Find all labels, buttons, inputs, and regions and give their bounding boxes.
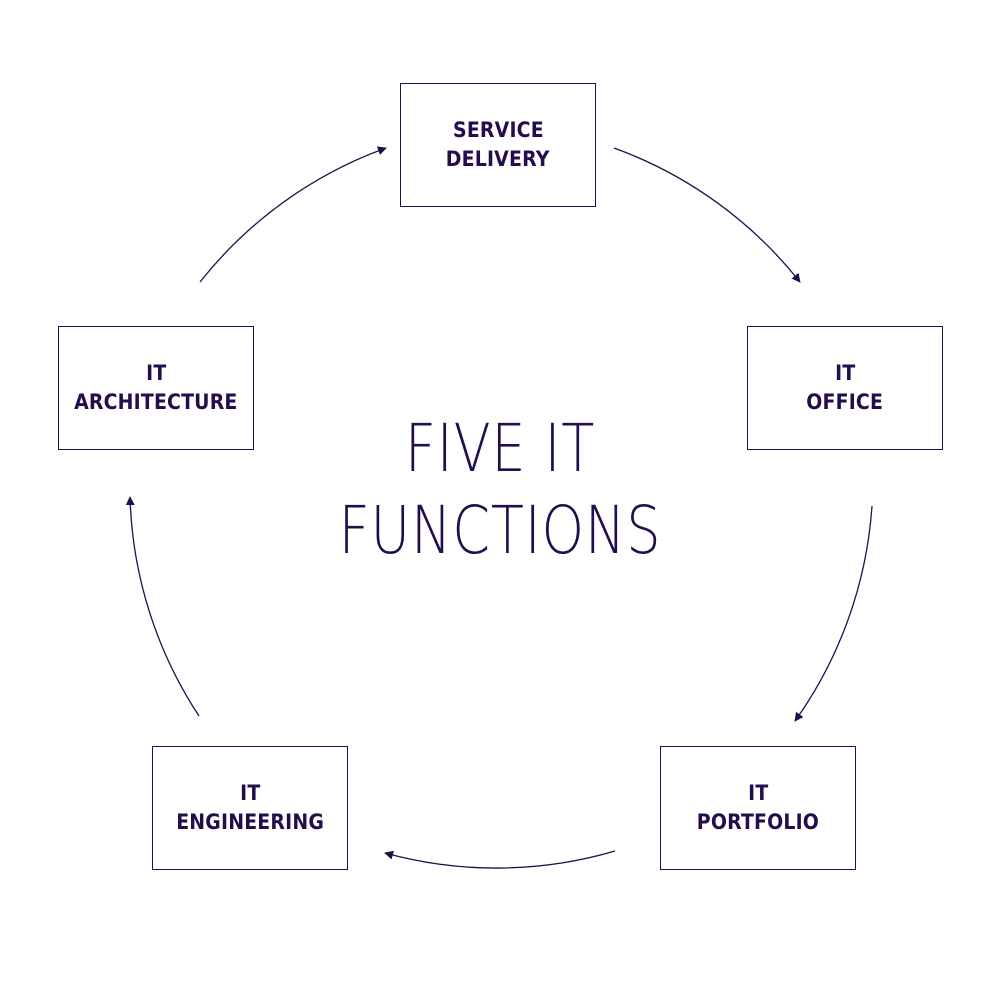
diagram-title-line-1: FIVE IT <box>404 410 596 487</box>
node-label-line-2: PORTFOLIO <box>696 810 820 834</box>
node-label-line-1: IT <box>145 361 167 385</box>
diagram-title-line-2: FUNCTIONS <box>338 492 662 569</box>
node-label-line-2: DELIVERY <box>446 147 550 171</box>
node-service-delivery: SERVICE DELIVERY <box>400 83 596 207</box>
node-label-line-1: SERVICE <box>452 118 544 142</box>
arrow-it-architecture-to-service-delivery <box>199 146 387 283</box>
node-it-architecture: IT ARCHITECTURE <box>58 326 254 450</box>
node-label-line-1: IT <box>747 781 769 805</box>
node-it-portfolio: IT PORTFOLIO <box>660 746 856 870</box>
arrow-service-delivery-to-it-office <box>613 147 801 283</box>
node-label-line-1: IT <box>834 361 856 385</box>
node-label-line-2: OFFICE <box>806 390 884 414</box>
arrow-it-portfolio-to-it-engineering <box>384 850 616 869</box>
node-label-line-2: ARCHITECTURE <box>74 390 238 414</box>
node-label-line-2: ENGINEERING <box>176 810 324 834</box>
node-it-office: IT OFFICE <box>747 326 943 450</box>
arrow-it-engineering-to-it-architecture <box>125 496 200 717</box>
arrow-it-office-to-it-portfolio <box>794 505 873 722</box>
node-it-engineering: IT ENGINEERING <box>152 746 348 870</box>
node-label-line-1: IT <box>239 781 261 805</box>
diagram-title: FIVE IT FUNCTIONS <box>250 408 750 572</box>
